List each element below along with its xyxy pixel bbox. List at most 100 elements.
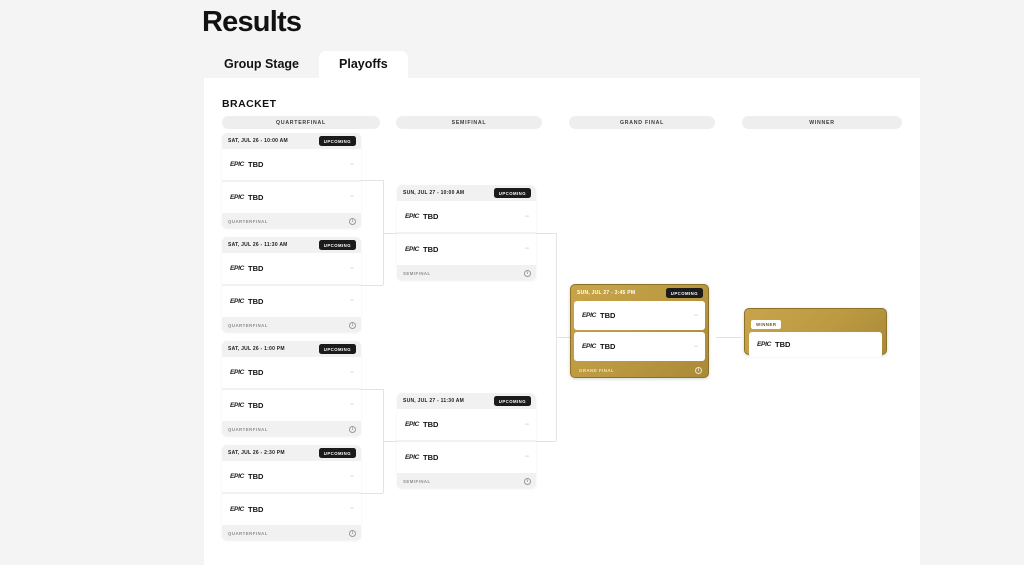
- team-name: TBD: [247, 264, 264, 273]
- team-logo-icon: EPIC: [230, 265, 244, 272]
- team-score: --: [525, 421, 529, 428]
- info-icon[interactable]: i: [524, 477, 531, 485]
- column-header-quarterfinal: QUARTERFINAL: [222, 116, 380, 129]
- bracket-section-title: BRACKET: [222, 98, 277, 110]
- match-card-footer: GRAND FINAL i: [571, 363, 708, 377]
- team-logo-icon: EPIC: [230, 369, 244, 376]
- connector: [361, 180, 383, 181]
- team-score: --: [350, 161, 354, 168]
- team-row[interactable]: EPIC TBD --: [222, 493, 361, 525]
- match-card-header: SUN, JUL 27 - 3:45 PM UPCOMING: [571, 285, 708, 301]
- team-row[interactable]: EPIC TBD --: [397, 441, 536, 473]
- match-card-footer: SEMIFINAL i: [397, 266, 536, 280]
- tab-group-stage[interactable]: Group Stage: [224, 56, 300, 71]
- match-card-quarterfinal-3[interactable]: SAT, JUL 26 - 1:00 PM UPCOMING EPIC TBD …: [222, 341, 361, 436]
- match-card-header: SAT, JUL 26 - 2:30 PM UPCOMING: [222, 445, 361, 461]
- team-name: TBD: [247, 400, 264, 410]
- match-card-footer: QUARTERFINAL i: [222, 526, 361, 540]
- team-logo-icon: EPIC: [230, 505, 244, 513]
- round-label: QUARTERFINAL: [228, 322, 268, 328]
- column-header-winner: WINNER: [742, 116, 902, 129]
- team-logo-icon: EPIC: [230, 401, 244, 409]
- connector: [716, 337, 742, 338]
- round-label: SEMIFINAL: [403, 478, 431, 484]
- info-icon[interactable]: i: [524, 269, 531, 277]
- team-logo-icon: EPIC: [230, 193, 244, 201]
- team-row[interactable]: EPIC TBD --: [574, 332, 705, 361]
- team-row[interactable]: EPIC TBD --: [397, 201, 536, 232]
- team-row[interactable]: EPIC TBD --: [222, 285, 361, 317]
- team-logo-icon: EPIC: [582, 312, 596, 319]
- team-logo-icon: EPIC: [405, 245, 419, 253]
- info-icon[interactable]: i: [349, 321, 356, 329]
- column-header-winner-label: WINNER: [809, 119, 835, 126]
- team-row[interactable]: EPIC TBD --: [397, 233, 536, 265]
- connector: [535, 441, 556, 442]
- winner-card[interactable]: WINNER EPIC TBD: [744, 308, 887, 357]
- info-icon[interactable]: i: [349, 529, 356, 537]
- round-label: GRAND FINAL: [579, 367, 615, 373]
- status-badge: UPCOMING: [318, 136, 356, 146]
- match-card-quarterfinal-1[interactable]: SAT, JUL 26 - 10:00 AM UPCOMING EPIC TBD…: [222, 133, 361, 228]
- connector: [535, 233, 556, 234]
- team-score: --: [350, 298, 354, 304]
- connector: [361, 493, 383, 494]
- connector: [361, 389, 383, 390]
- match-card-header: SUN, JUL 27 - 10:00 AM UPCOMING: [397, 185, 536, 201]
- match-card-semifinal-2[interactable]: SUN, JUL 27 - 11:30 AM UPCOMING EPIC TBD…: [397, 393, 536, 488]
- team-row[interactable]: EPIC TBD --: [222, 389, 361, 421]
- round-label: QUARTERFINAL: [228, 426, 268, 432]
- team-row[interactable]: EPIC TBD --: [397, 409, 536, 440]
- column-header-semifinal: SEMIFINAL: [396, 116, 542, 129]
- column-header-grand-final: GRAND FINAL: [569, 116, 715, 129]
- tab-playoffs[interactable]: Playoffs: [319, 50, 408, 78]
- round-label: QUARTERFINAL: [228, 218, 268, 224]
- info-icon[interactable]: i: [349, 217, 356, 225]
- team-score: --: [525, 246, 529, 252]
- match-card-semifinal-1[interactable]: SUN, JUL 27 - 10:00 AM UPCOMING EPIC TBD…: [397, 185, 536, 280]
- team-row[interactable]: EPIC TBD --: [574, 301, 705, 330]
- status-badge: UPCOMING: [493, 188, 531, 198]
- team-row[interactable]: EPIC TBD --: [222, 181, 361, 213]
- team-name: TBD: [422, 420, 439, 429]
- team-name: TBD: [422, 212, 439, 221]
- team-score: --: [350, 369, 354, 376]
- team-logo-icon: EPIC: [405, 453, 419, 461]
- round-label: SEMIFINAL: [403, 270, 431, 276]
- team-row[interactable]: EPIC TBD --: [222, 461, 361, 492]
- winner-team-row[interactable]: EPIC TBD: [749, 332, 882, 357]
- team-logo-icon: EPIC: [230, 473, 244, 480]
- team-score: --: [350, 473, 354, 480]
- team-name: TBD: [422, 452, 439, 462]
- match-card-header: SAT, JUL 26 - 10:00 AM UPCOMING: [222, 133, 361, 149]
- match-date: SAT, JUL 26 - 11:30 AM: [228, 242, 288, 248]
- match-date: SUN, JUL 27 - 10:00 AM: [403, 190, 465, 196]
- team-row[interactable]: EPIC TBD --: [222, 149, 361, 180]
- match-date: SUN, JUL 27 - 3:45 PM: [577, 290, 636, 296]
- team-row[interactable]: EPIC TBD --: [222, 357, 361, 388]
- team-name: TBD: [599, 342, 616, 351]
- team-name: TBD: [247, 160, 264, 169]
- team-score: --: [525, 213, 529, 220]
- info-icon[interactable]: i: [349, 425, 356, 433]
- match-card-grand-final[interactable]: SUN, JUL 27 - 3:45 PM UPCOMING EPIC TBD …: [570, 284, 709, 378]
- bracket-panel: BRACKET QUARTERFINAL SEMIFINAL GRAND FIN…: [204, 78, 920, 565]
- match-card-footer: QUARTERFINAL i: [222, 214, 361, 228]
- column-header-quarterfinal-label: QUARTERFINAL: [276, 119, 326, 126]
- team-row[interactable]: EPIC TBD --: [222, 253, 361, 284]
- match-date: SAT, JUL 26 - 1:00 PM: [228, 346, 285, 352]
- match-card-quarterfinal-2[interactable]: SAT, JUL 26 - 11:30 AM UPCOMING EPIC TBD…: [222, 237, 361, 332]
- connector: [383, 441, 397, 442]
- team-logo-icon: EPIC: [757, 341, 771, 348]
- status-badge: UPCOMING: [493, 396, 531, 406]
- team-score: --: [694, 312, 698, 319]
- team-score: --: [350, 265, 354, 272]
- match-card-footer: QUARTERFINAL i: [222, 318, 361, 332]
- info-icon[interactable]: i: [695, 366, 702, 374]
- team-name: TBD: [774, 340, 791, 349]
- connector: [383, 233, 397, 234]
- match-date: SUN, JUL 27 - 11:30 AM: [403, 398, 465, 404]
- match-card-footer: QUARTERFINAL i: [222, 422, 361, 436]
- match-card-quarterfinal-4[interactable]: SAT, JUL 26 - 2:30 PM UPCOMING EPIC TBD …: [222, 445, 361, 540]
- column-header-grand-final-label: GRAND FINAL: [620, 119, 664, 126]
